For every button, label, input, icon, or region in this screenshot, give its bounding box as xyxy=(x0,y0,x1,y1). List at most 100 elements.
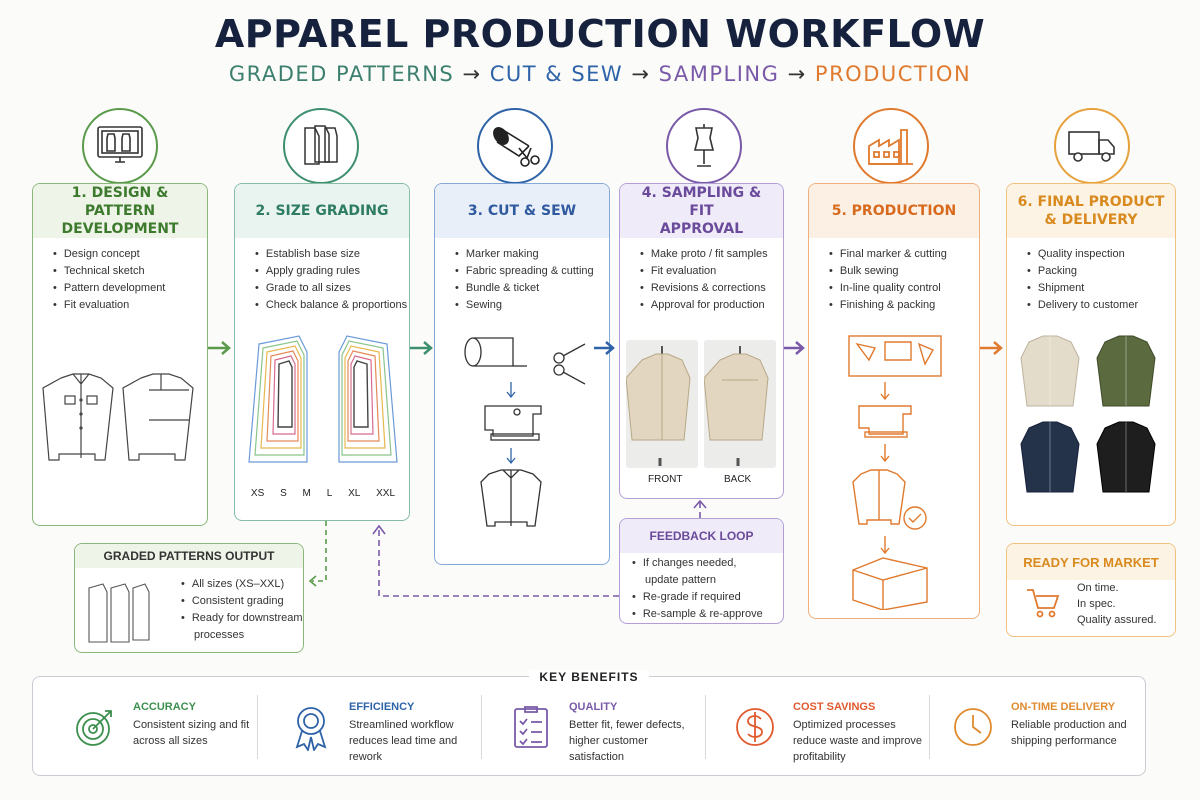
subtitle-production: PRODUCTION xyxy=(814,62,972,86)
step-title-line2: APPROVAL xyxy=(659,221,744,237)
list-item: All sizes (XS–XXL) xyxy=(181,576,303,593)
list-item: Consistent grading xyxy=(181,593,303,610)
step-card-cut-sew: 3. CUT & SEW Marker making Fabric spread… xyxy=(434,183,610,565)
key-benefits-title: KEY BENEFITS xyxy=(529,670,649,684)
shopping-cart-icon xyxy=(1027,589,1060,618)
step-items: Design concept Technical sketch Pattern … xyxy=(33,238,207,314)
benefit-text: Reliable production and shipping perform… xyxy=(1011,719,1127,747)
benefit-divider xyxy=(257,695,258,759)
delivery-truck-icon xyxy=(1054,108,1130,184)
list-item: Final marker & cutting xyxy=(829,246,979,263)
final-jackets-photo xyxy=(1020,335,1156,493)
cut-sew-process-illustration xyxy=(464,337,586,527)
size-label: XL xyxy=(348,488,361,499)
step-card-production: 5. PRODUCTION Final marker & cutting Bul… xyxy=(808,183,980,619)
key-benefits-title-wrap: KEY BENEFITS xyxy=(33,668,1145,686)
list-item: Delivery to customer xyxy=(1027,297,1175,314)
subtitle-arrow-2: → xyxy=(631,62,651,86)
graded-pattern-nest xyxy=(248,335,398,463)
benefit-title: EFFICIENCY xyxy=(349,701,415,713)
list-item: Technical sketch xyxy=(53,263,207,280)
benefit-divider xyxy=(481,695,482,759)
list-item: Finishing & packing xyxy=(829,297,979,314)
award-ribbon-icon xyxy=(295,707,327,751)
back-label: BACK xyxy=(724,474,752,485)
step-items: Quality inspection Packing Shipment Deli… xyxy=(1007,238,1175,314)
step-title: 5. PRODUCTION xyxy=(809,184,979,238)
step-title: 4. SAMPLING & FIT APPROVAL xyxy=(620,184,783,238)
list-item: Marker making xyxy=(455,246,609,263)
list-item: Design concept xyxy=(53,246,207,263)
subtitle-sampling: SAMPLING xyxy=(658,62,780,86)
list-item: Revisions & corrections xyxy=(640,280,783,297)
ready-for-market-box: READY FOR MARKET On time. In spec. Quali… xyxy=(1006,543,1176,637)
step-items: Final marker & cutting Bulk sewing In-li… xyxy=(809,238,979,314)
list-item: Apply grading rules xyxy=(255,263,409,280)
step-items: Marker making Fabric spreading & cutting… xyxy=(435,238,609,314)
feedback-title: FEEDBACK LOOP xyxy=(620,519,783,553)
ready-line: In spec. xyxy=(1077,598,1116,610)
list-item: Pattern development xyxy=(53,280,207,297)
list-item: Approval for production xyxy=(640,297,783,314)
benefit-on-time-delivery: ON-TIME DELIVERY Reliable production and… xyxy=(949,699,1139,769)
list-item: Sewing xyxy=(455,297,609,314)
graded-patterns-output: GRADED PATTERNS OUTPUT All sizes (XS–XXL… xyxy=(74,543,304,653)
benefit-quality: QUALITY Better fit, fewer defects, highe… xyxy=(507,699,707,769)
benefit-text: Streamlined workflow reduces lead time a… xyxy=(349,719,458,763)
key-benefits-panel: KEY BENEFITS ACCURACY Consistent sizing … xyxy=(32,670,1146,776)
clock-icon xyxy=(954,708,992,746)
subtitle-graded-patterns: GRADED PATTERNS xyxy=(228,62,455,86)
step-card-design: 1. DESIGN & PATTERN DEVELOPMENT Design co… xyxy=(32,183,208,526)
graded-output-items: All sizes (XS–XXL) Consistent grading Re… xyxy=(181,576,303,644)
ready-lines: On time. In spec. Quality assured. xyxy=(1077,580,1156,628)
size-label: S xyxy=(280,488,287,499)
list-item: Grade to all sizes xyxy=(255,280,409,297)
list-item: update pattern xyxy=(645,574,716,586)
benefit-title: ON-TIME DELIVERY xyxy=(1011,701,1116,713)
step-title: 3. CUT & SEW xyxy=(435,184,609,238)
size-label: M xyxy=(302,488,311,499)
benefit-divider xyxy=(929,695,930,759)
production-process-illustration xyxy=(848,335,942,610)
list-item: Re-grade if required xyxy=(632,589,783,606)
pattern-stack-icon xyxy=(88,583,150,643)
step-items: Establish base size Apply grading rules … xyxy=(235,238,409,314)
computer-pattern-icon xyxy=(82,108,158,184)
pattern-pieces-icon xyxy=(283,108,359,184)
step-title-line1: 3. CUT & SEW xyxy=(467,203,577,219)
benefit-efficiency: EFFICIENCY Streamlined workflow reduces … xyxy=(287,699,487,769)
step-title-line1: 2. SIZE GRADING xyxy=(255,203,389,219)
dollar-icon xyxy=(736,708,774,746)
benefit-text: Better fit, fewer defects, higher custom… xyxy=(569,719,685,763)
list-item: In-line quality control xyxy=(829,280,979,297)
target-icon xyxy=(76,710,112,746)
step-title-line2: & DELIVERY xyxy=(1044,212,1138,228)
subtitle-cut-sew: CUT & SEW xyxy=(489,62,624,86)
list-item: processes xyxy=(194,629,245,641)
subtitle-arrow-1: → xyxy=(462,62,482,86)
ready-line: Quality assured. xyxy=(1077,614,1157,626)
step-title-line1: 6. FINAL PRODUCT xyxy=(1017,194,1165,210)
step-title-line1: 1. DESIGN & PATTERN xyxy=(71,185,169,219)
list-item: Check balance & proportions xyxy=(255,297,409,314)
list-item: Fit evaluation xyxy=(53,297,207,314)
list-item: If changes needed, xyxy=(632,555,783,572)
benefit-divider xyxy=(705,695,706,759)
size-label: XXL xyxy=(376,488,396,499)
step-title-line1: 4. SAMPLING & FIT xyxy=(641,185,762,219)
benefit-title: QUALITY xyxy=(569,701,618,713)
benefit-accuracy: ACCURACY Consistent sizing and fit acros… xyxy=(71,699,261,769)
sample-back-photo xyxy=(703,340,776,468)
subtitle-arrow-3: → xyxy=(787,62,807,86)
factory-icon xyxy=(853,108,929,184)
step-title-line2: DEVELOPMENT xyxy=(61,221,179,237)
sample-front-photo xyxy=(625,340,698,468)
list-item: Re-sample & re-approve xyxy=(632,606,783,623)
list-item: Packing xyxy=(1027,263,1175,280)
ready-line: On time. xyxy=(1077,582,1119,594)
step-title: 1. DESIGN & PATTERN DEVELOPMENT xyxy=(33,184,207,238)
list-item: Ready for downstream xyxy=(181,610,303,627)
workflow-subtitle: GRADED PATTERNS → CUT & SEW → SAMPLING →… xyxy=(0,62,1200,86)
